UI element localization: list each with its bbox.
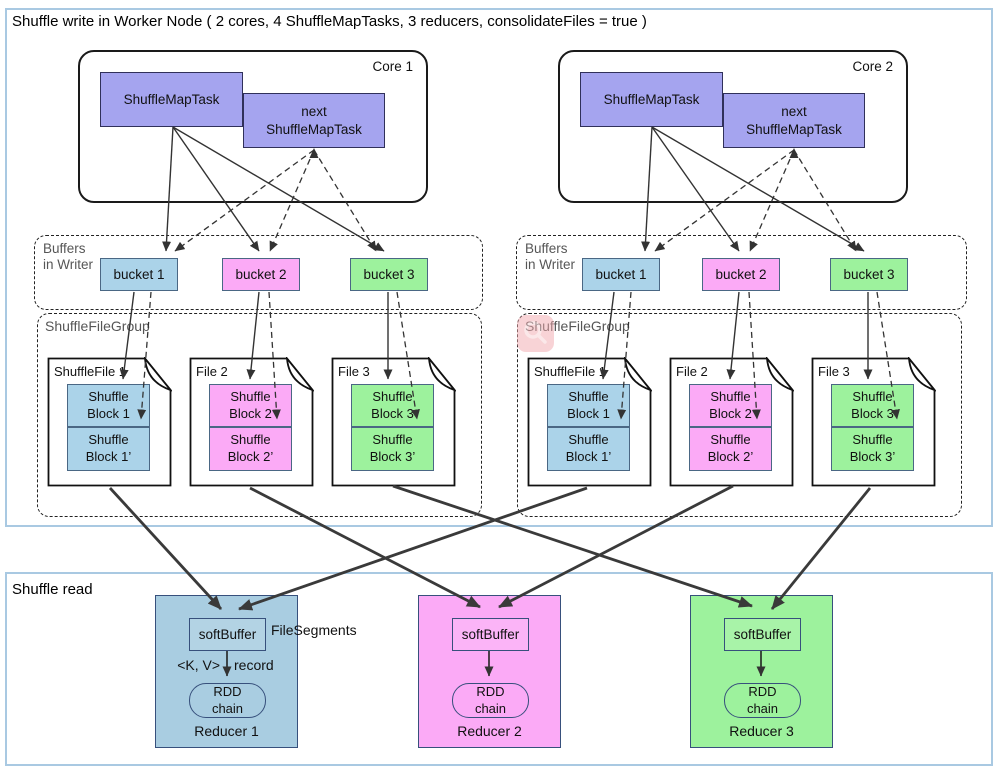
bucket-1-left-label: bucket 1 — [113, 267, 165, 282]
softbuffer-label: softBuffer — [733, 627, 792, 642]
core-1-next-shufflemaptask: next ShuffleMapTask — [243, 93, 385, 148]
reducer-2-rdd-chain: RDD chain — [452, 683, 529, 718]
file-name: File 3 — [338, 364, 370, 379]
file-3-right: File 3 Shuffle Block 3 Shuffle Block 3’ — [811, 355, 938, 487]
magnifier-glyph — [524, 321, 547, 344]
reducer-2-name: Reducer 2 — [457, 723, 522, 739]
file-2-right: File 2 Shuffle Block 2 Shuffle Block 2’ — [669, 355, 796, 487]
reducer-1-rdd-chain: RDD chain — [189, 683, 266, 718]
shuffle-block-prime: Shuffle Block 3’ — [351, 427, 434, 471]
buffers-group-left-label: Buffers in Writer — [43, 241, 94, 272]
shuffle-block: Shuffle Block 2 — [689, 384, 772, 427]
core-2-next-shufflemaptask: next ShuffleMapTask — [723, 93, 865, 148]
rdd-chain-label: RDD chain — [746, 684, 779, 716]
core-2-next-task-label: next ShuffleMapTask — [746, 103, 842, 137]
reducer-1-name: Reducer 1 — [194, 723, 259, 739]
shuffle-block-prime: Shuffle Block 2’ — [209, 427, 292, 471]
bucket-3-left: bucket 3 — [350, 258, 428, 291]
core-1-next-task-label: next ShuffleMapTask — [266, 103, 362, 137]
core-2-label: Core 2 — [852, 59, 893, 74]
bucket-2-left: bucket 2 — [222, 258, 300, 291]
core-1-task-label: ShuffleMapTask — [123, 91, 220, 107]
shuffle-block-prime: Shuffle Block 2’ — [689, 427, 772, 471]
reducer-3-softbuffer: softBuffer — [724, 618, 801, 651]
shuffle-block-label: Shuffle Block 2’ — [227, 432, 274, 464]
reducer-3-rdd-chain: RDD chain — [724, 683, 801, 718]
shuffle-block: Shuffle Block 1 — [67, 384, 150, 427]
shuffle-read-title: Shuffle read — [12, 581, 93, 598]
file-name: ShuffleFile 1 — [54, 364, 127, 379]
record-label: record — [234, 657, 274, 673]
filesegments-label: FileSegments — [271, 622, 357, 638]
shuffle-block: Shuffle Block 3 — [351, 384, 434, 427]
bucket-2-left-label: bucket 2 — [235, 267, 287, 282]
reducer-1-softbuffer: softBuffer — [189, 618, 266, 651]
shuffle-block-label: Shuffle Block 3’ — [849, 432, 896, 464]
core-1-label: Core 1 — [372, 59, 413, 74]
core-2-task-label: ShuffleMapTask — [603, 91, 700, 107]
shuffle-block-label: Shuffle Block 3 — [851, 388, 894, 421]
softbuffer-label: softBuffer — [198, 627, 257, 642]
rdd-chain-label: RDD chain — [474, 684, 507, 716]
shuffle-block-prime: Shuffle Block 1’ — [547, 427, 630, 471]
bucket-3-right-label: bucket 3 — [843, 267, 895, 282]
file-name: File 2 — [676, 364, 708, 379]
file-shufflefile1-right: ShuffleFile 1 Shuffle Block 1 Shuffle Bl… — [527, 355, 654, 487]
bucket-1-right-label: bucket 1 — [595, 267, 647, 282]
buffers-group-right-label: Buffers in Writer — [525, 241, 576, 272]
shuffle-block-label: Shuffle Block 1’ — [85, 432, 132, 464]
shuffle-block-label: Shuffle Block 3’ — [369, 432, 416, 464]
bucket-1-left: bucket 1 — [100, 258, 178, 291]
file-shufflefile1-left: ShuffleFile 1 Shuffle Block 1 Shuffle Bl… — [47, 355, 174, 487]
kv-label: <K, V> — [177, 657, 220, 673]
softbuffer-label: softBuffer — [461, 627, 520, 642]
shuffle-block-prime: Shuffle Block 3’ — [831, 427, 914, 471]
shuffle-block-label: Shuffle Block 2’ — [707, 432, 754, 464]
shuffle-block-label: Shuffle Block 1 — [87, 388, 130, 421]
bucket-3-right: bucket 3 — [830, 258, 908, 291]
bucket-2-right: bucket 2 — [702, 258, 780, 291]
shuffle-block: Shuffle Block 1 — [547, 384, 630, 427]
shuffle-write-title: Shuffle write in Worker Node ( 2 cores, … — [12, 13, 647, 30]
core-2-shufflemaptask: ShuffleMapTask — [580, 72, 723, 127]
rdd-chain-label: RDD chain — [211, 684, 244, 716]
bucket-1-right: bucket 1 — [582, 258, 660, 291]
shuffle-block: Shuffle Block 3 — [831, 384, 914, 427]
file-name: ShuffleFile 1 — [534, 364, 607, 379]
reducer-3-name: Reducer 3 — [729, 723, 794, 739]
shuffle-block-label: Shuffle Block 2 — [709, 388, 752, 421]
shuffle-block-label: Shuffle Block 2 — [229, 388, 272, 421]
reducer-2-softbuffer: softBuffer — [452, 618, 529, 651]
shuffle-block: Shuffle Block 2 — [209, 384, 292, 427]
shuffle-block-label: Shuffle Block 3 — [371, 388, 414, 421]
reducer-2: softBuffer RDD chain Reducer 2 — [418, 595, 561, 748]
file-group-left-label: ShuffleFileGroup — [45, 318, 150, 334]
bucket-2-right-label: bucket 2 — [715, 267, 767, 282]
shuffle-block-label: Shuffle Block 1 — [567, 388, 610, 421]
core-1-shufflemaptask: ShuffleMapTask — [100, 72, 243, 127]
file-3-left: File 3 Shuffle Block 3 Shuffle Block 3’ — [331, 355, 458, 487]
magnifier-badge-icon — [517, 315, 554, 352]
shuffle-block-prime: Shuffle Block 1’ — [67, 427, 150, 471]
shuffle-block-label: Shuffle Block 1’ — [565, 432, 612, 464]
file-name: File 3 — [818, 364, 850, 379]
bucket-3-left-label: bucket 3 — [363, 267, 415, 282]
file-name: File 2 — [196, 364, 228, 379]
file-2-left: File 2 Shuffle Block 2 Shuffle Block 2’ — [189, 355, 316, 487]
reducer-3: softBuffer RDD chain Reducer 3 — [690, 595, 833, 748]
